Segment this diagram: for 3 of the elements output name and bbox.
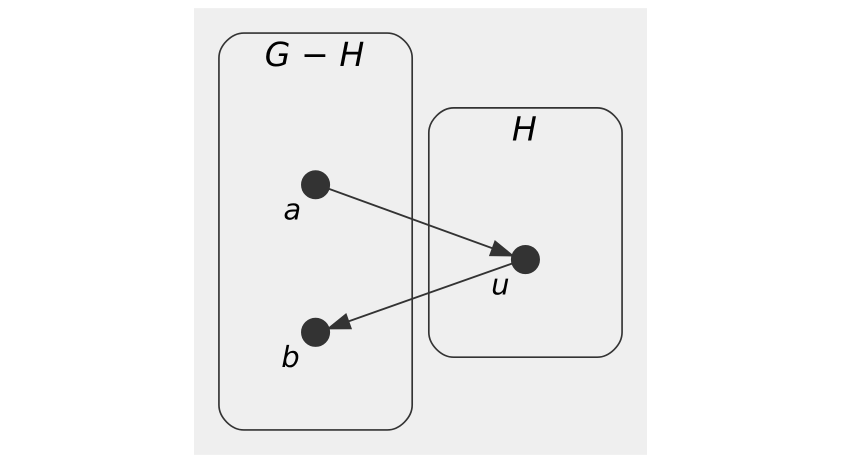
node-label: b	[281, 340, 300, 374]
node-label: u	[491, 267, 510, 302]
node-label: a	[283, 192, 302, 226]
